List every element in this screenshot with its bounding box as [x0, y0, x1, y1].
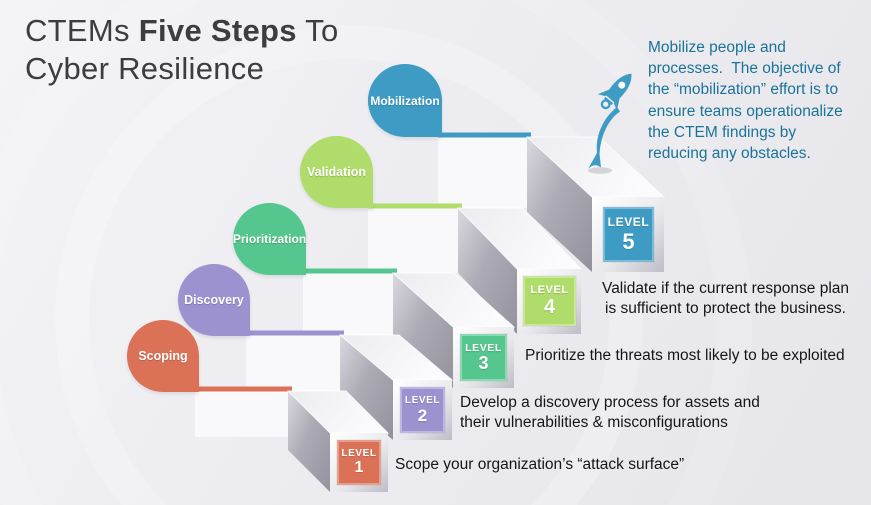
rocket-body-group	[597, 73, 632, 111]
shelf-wall-4	[368, 208, 462, 273]
step-bubble-label: Mobilization	[370, 93, 440, 108]
level-badge-number: 3	[478, 353, 489, 374]
level-badge-1: LEVEL 1	[337, 440, 381, 485]
stair-block-side	[340, 335, 393, 440]
shelf-line-mobilization	[438, 132, 531, 138]
stair-block-side	[393, 273, 453, 388]
title-part-bold: Five Steps	[138, 13, 297, 48]
step-description-scoping: Scope your organization’s “attack surfac…	[395, 456, 685, 473]
level-badge-4: LEVEL 4	[523, 276, 576, 326]
step-description-discovery: Develop a discovery process for assets a…	[460, 394, 760, 431]
rocket-fin-right	[613, 95, 621, 111]
level-badge-label: LEVEL	[465, 342, 502, 355]
rocket-trail	[588, 107, 620, 169]
shelf-line-prioritization	[303, 268, 397, 274]
rocket-fin-left	[597, 88, 612, 97]
level-badge-number: 5	[622, 228, 635, 254]
level-badge-number: 1	[354, 458, 364, 476]
shelf-wall-2	[246, 335, 344, 391]
step-bubble-mobilization: Mobilization	[368, 64, 442, 137]
rocket-icon	[588, 73, 632, 174]
level-badge-number: 2	[417, 405, 428, 425]
level-badge-2: LEVEL 2	[400, 387, 445, 433]
title-part-regular: To	[296, 13, 339, 48]
stair-shelf-lines	[195, 132, 531, 392]
level-badge-number: 4	[543, 295, 556, 318]
step-bubble-label: Discovery	[184, 293, 244, 307]
shelf-line-validation	[368, 203, 462, 209]
level-badge-5: LEVEL 5	[603, 207, 654, 262]
shelf-wall-3	[303, 273, 397, 335]
step-description-validation: Validate if the current response plan is…	[602, 280, 850, 317]
rocket-body	[605, 73, 632, 103]
title-part-regular: CTEMs	[25, 13, 139, 48]
step-bubble-scoping: Scoping	[127, 320, 199, 392]
level-badge-label: LEVEL	[607, 215, 650, 230]
rocket-exhaust-ring	[600, 99, 611, 110]
step-description-prioritization: Prioritize the threats most likely to be…	[525, 347, 845, 364]
step-bubble-discovery: Discovery	[178, 264, 250, 336]
level-badge-label: LEVEL	[341, 448, 377, 460]
step-bubble-label: Prioritization	[232, 232, 307, 246]
step-bubble-label: Scoping	[138, 349, 188, 363]
page-title: CTEMs Five Steps To Cyber Resilience	[25, 12, 339, 89]
step-bubble-label: Validation	[306, 165, 367, 179]
step-bubble-validation: Validation	[300, 136, 373, 208]
level-badge-3: LEVEL 3	[460, 334, 507, 381]
stair-block-side	[288, 391, 330, 492]
stair-block-side	[458, 208, 517, 334]
level-badge-label: LEVEL	[404, 395, 441, 407]
shelf-line-scoping	[195, 386, 292, 392]
shelf-line-discovery	[246, 330, 344, 336]
shelf-wall-5	[438, 137, 531, 208]
rocket-shadow	[588, 167, 612, 174]
mobilization-callout: Mobilize people and processes. The objec…	[648, 39, 843, 163]
stair-shelf-walls	[195, 137, 531, 437]
stair-block-side	[527, 137, 592, 272]
level-badge-label: LEVEL	[530, 284, 569, 297]
title-line-2: Cyber Resilience	[25, 51, 265, 87]
shelf-wall-1	[195, 391, 292, 437]
rocket-porthole	[618, 81, 626, 89]
step-bubble-prioritization: Prioritization	[233, 203, 306, 275]
